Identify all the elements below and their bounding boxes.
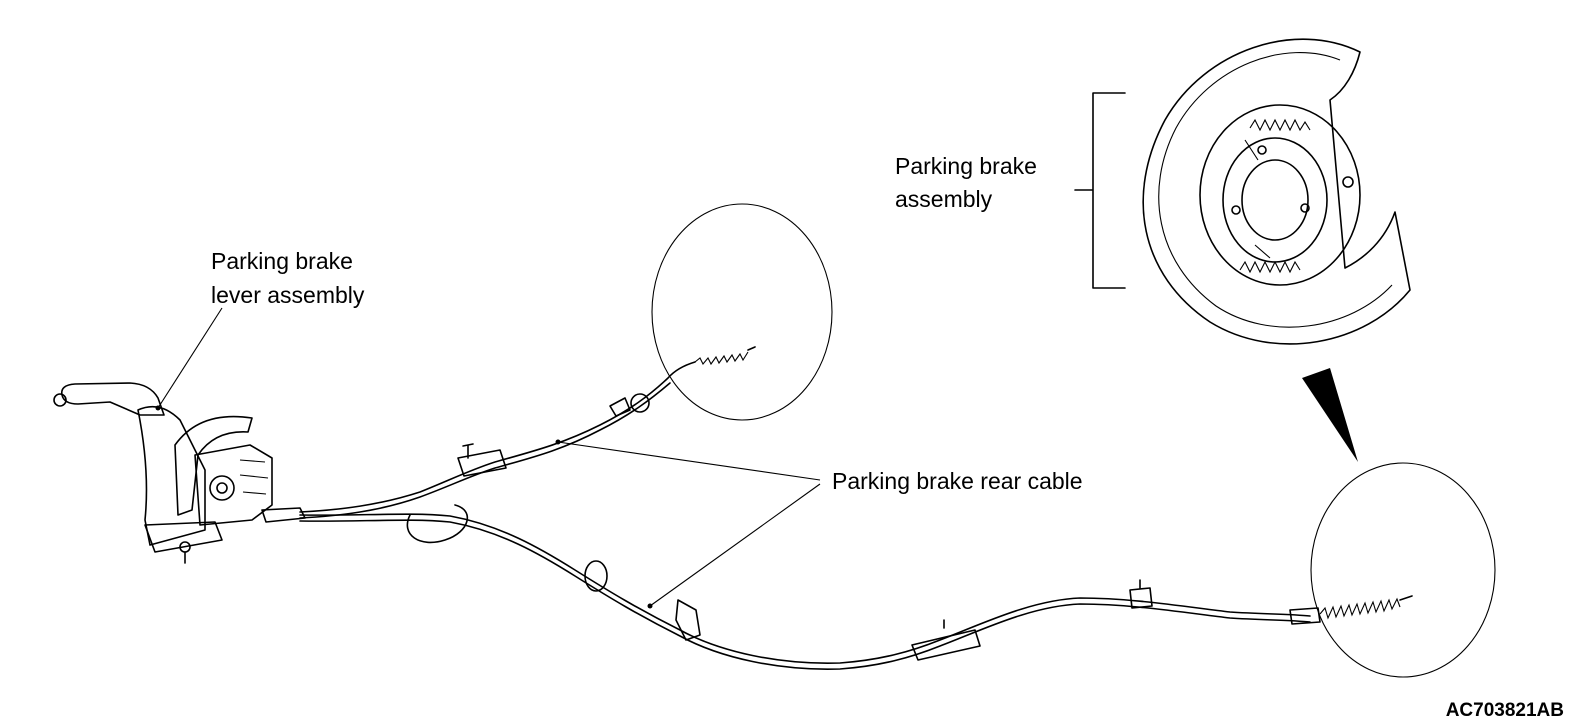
leader-dot-upper	[555, 439, 561, 445]
detail-arrow	[1302, 368, 1358, 462]
leader-dot-lower	[647, 603, 653, 609]
rear-cable-leader-lower	[649, 483, 821, 607]
lever-leader	[157, 307, 223, 409]
assembly-bracket	[1074, 92, 1126, 289]
lever-assembly	[53, 382, 306, 564]
rear-cable-leader-upper	[557, 441, 821, 481]
assembly-label-line2: assembly	[895, 186, 993, 212]
leader-dot-lever	[155, 405, 161, 411]
rear-cable-label: Parking brake rear cable	[832, 468, 1083, 494]
lever-label-line2: lever assembly	[211, 282, 365, 308]
figure-code: AC703821AB	[1445, 700, 1564, 721]
detail-circle-left	[651, 203, 833, 421]
assembly-label-line1: Parking brake	[895, 153, 1037, 179]
rear-cable-right	[299, 504, 1413, 670]
lever-label-line1: Parking brake	[211, 248, 353, 274]
rear-cable-left	[299, 346, 756, 519]
detail-circle-right	[1310, 462, 1496, 678]
brake-assembly	[1142, 38, 1411, 345]
